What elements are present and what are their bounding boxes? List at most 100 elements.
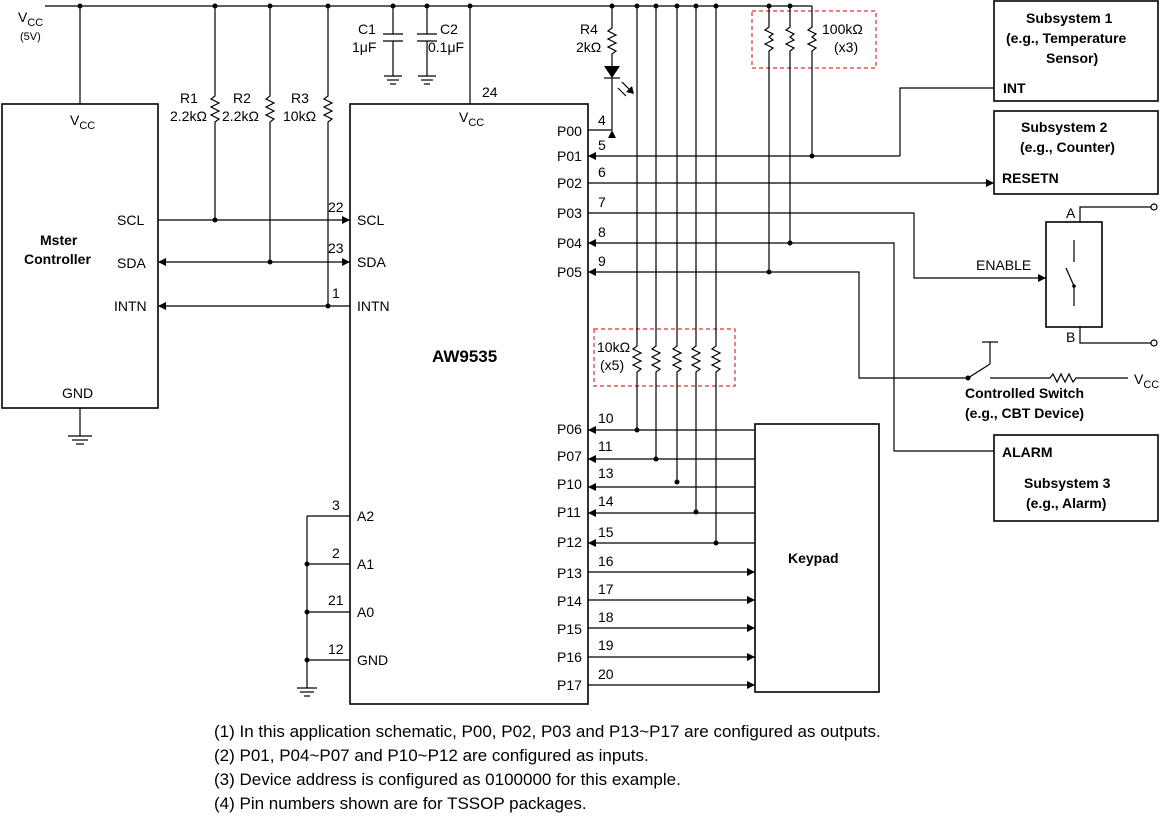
chip-vcc: VCC [459, 109, 484, 129]
chip-pin-gnd-num: 12 [328, 641, 344, 657]
bank-100k-value: 100kΩ [822, 21, 863, 37]
chip-pin-sda: SDA [357, 254, 386, 270]
master-gnd: GND [62, 385, 93, 401]
subsystem2-pin: RESETN [1002, 170, 1059, 186]
bank-10k-value: 10kΩ [597, 339, 630, 355]
chip-pin-a2: A2 [357, 508, 374, 524]
pin-p13-num: 16 [598, 553, 614, 569]
pin-p11: P11 [557, 504, 581, 520]
capacitors [383, 6, 437, 85]
r1-value: 2.2kΩ [170, 108, 207, 124]
pin-p05-num: 9 [598, 253, 606, 269]
pin-p14: P14 [557, 593, 582, 609]
subsystem1-line3: Sensor) [1046, 50, 1098, 66]
pin-p16-num: 19 [598, 637, 614, 653]
c1-name: C1 [358, 21, 376, 37]
pin-p17-num: 20 [598, 666, 614, 682]
pin-p12-num: 15 [598, 524, 614, 540]
bank-100k-count: (x3) [834, 39, 858, 55]
controlled-switch-line2: (e.g., CBT Device) [965, 405, 1084, 421]
pin-p06: P06 [557, 421, 582, 437]
r3-value: 10kΩ [283, 108, 316, 124]
pullup-resistors [209, 3, 334, 309]
pin-p07: P07 [557, 448, 582, 464]
pin-p17: P17 [557, 677, 582, 693]
subsystem2-line1: Subsystem 2 [1021, 119, 1108, 135]
chip-pin-scl: SCL [357, 212, 384, 228]
chip-pin-a2-num: 3 [332, 497, 340, 513]
subsystem1-line1: Subsystem 1 [1026, 10, 1113, 26]
r2-value: 2.2kΩ [222, 108, 259, 124]
r4-name: R4 [580, 21, 598, 37]
bus-lines [158, 216, 350, 310]
r2-name: R2 [233, 90, 251, 106]
subsystem3-pin: ALARM [1002, 444, 1053, 460]
bank-10k-count: (x5) [600, 357, 624, 373]
chip-right-pins: P00 4 P01 5 P02 6 P03 7 P04 8 P05 9 P06 … [557, 112, 614, 693]
vcc-top-label: VCC [18, 9, 43, 29]
chip-pin-gnd: GND [357, 652, 388, 668]
pin-p12: P12 [557, 534, 582, 550]
master-scl: SCL [117, 212, 144, 228]
chip-pin-a0: A0 [357, 604, 374, 620]
subsystem2-line2: (e.g., Counter) [1020, 139, 1115, 155]
chip-name: AW9535 [432, 347, 497, 366]
note-4: (4) Pin numbers shown are for TSSOP pack… [214, 794, 587, 813]
bank-10k [631, 6, 722, 546]
enable-label: ENABLE [976, 257, 1031, 273]
c1-value: 1μF [352, 39, 376, 55]
chip-pin-a0-num: 21 [328, 592, 344, 608]
pin-p10-num: 13 [598, 465, 614, 481]
r4-led [588, 6, 634, 138]
controlled-switch [965, 341, 1128, 384]
pin-p03: P03 [557, 205, 582, 221]
subsystem1-line2: (e.g., Temperature [1006, 30, 1127, 46]
pin-p00-num: 4 [598, 112, 606, 128]
keypad-lines [588, 426, 755, 689]
chip-vcc-pin: 24 [482, 84, 498, 100]
keypad-label: Keypad [788, 550, 839, 566]
pin-p03-num: 7 [598, 194, 606, 210]
pin-p04-num: 8 [598, 224, 606, 240]
keypad-box [754, 423, 880, 693]
c2-name: C2 [440, 21, 458, 37]
chip-pin-a1-num: 2 [332, 545, 340, 561]
address-pins [297, 515, 350, 697]
subsystem2-box [993, 110, 1159, 195]
master-controller: VCC Mster Controller SCL SDA INTN GND [1, 6, 159, 445]
subsystem3-box [993, 434, 1159, 522]
vcc-rail [45, 3, 812, 9]
pin-p13: P13 [557, 565, 582, 581]
c2-value: 0.1μF [428, 39, 464, 55]
pin-p07-num: 11 [598, 438, 613, 454]
note-3: (3) Device address is configured as 0100… [214, 770, 681, 789]
pin-p04: P04 [557, 235, 582, 251]
switch-b-label: B [1066, 329, 1075, 345]
r4-value: 2kΩ [576, 39, 601, 55]
chip-pin-intn-num: 1 [332, 285, 340, 301]
controlled-switch-line1: Controlled Switch [965, 385, 1084, 401]
subsystem1-pin: INT [1003, 80, 1026, 96]
pin-p00: P00 [557, 123, 582, 139]
switch-block [1045, 203, 1158, 347]
master-vcc: VCC [70, 112, 95, 132]
port0-connections [588, 87, 1046, 452]
pin-p10: P10 [557, 476, 582, 492]
bank-10k-box [593, 328, 736, 387]
pin-p06-num: 10 [598, 410, 614, 426]
r3-name: R3 [291, 90, 309, 106]
pin-p11-num: 14 [598, 493, 614, 509]
master-title-1: Mster [40, 232, 78, 248]
controlled-switch-vcc: VCC [1134, 371, 1159, 391]
subsystem1-box [993, 0, 1159, 102]
pin-p15-num: 18 [598, 609, 614, 625]
bank-100k [763, 6, 818, 275]
vcc-top-note: (5V) [20, 31, 41, 43]
subsystem3-line2: (e.g., Alarm) [1026, 495, 1106, 511]
chip-pin-a1: A1 [357, 556, 374, 572]
pin-p14-num: 17 [598, 581, 614, 597]
pin-p05: P05 [557, 264, 582, 280]
pin-p01-num: 5 [598, 137, 606, 153]
aw9535-chip: 24 VCC AW9535 [349, 6, 589, 705]
